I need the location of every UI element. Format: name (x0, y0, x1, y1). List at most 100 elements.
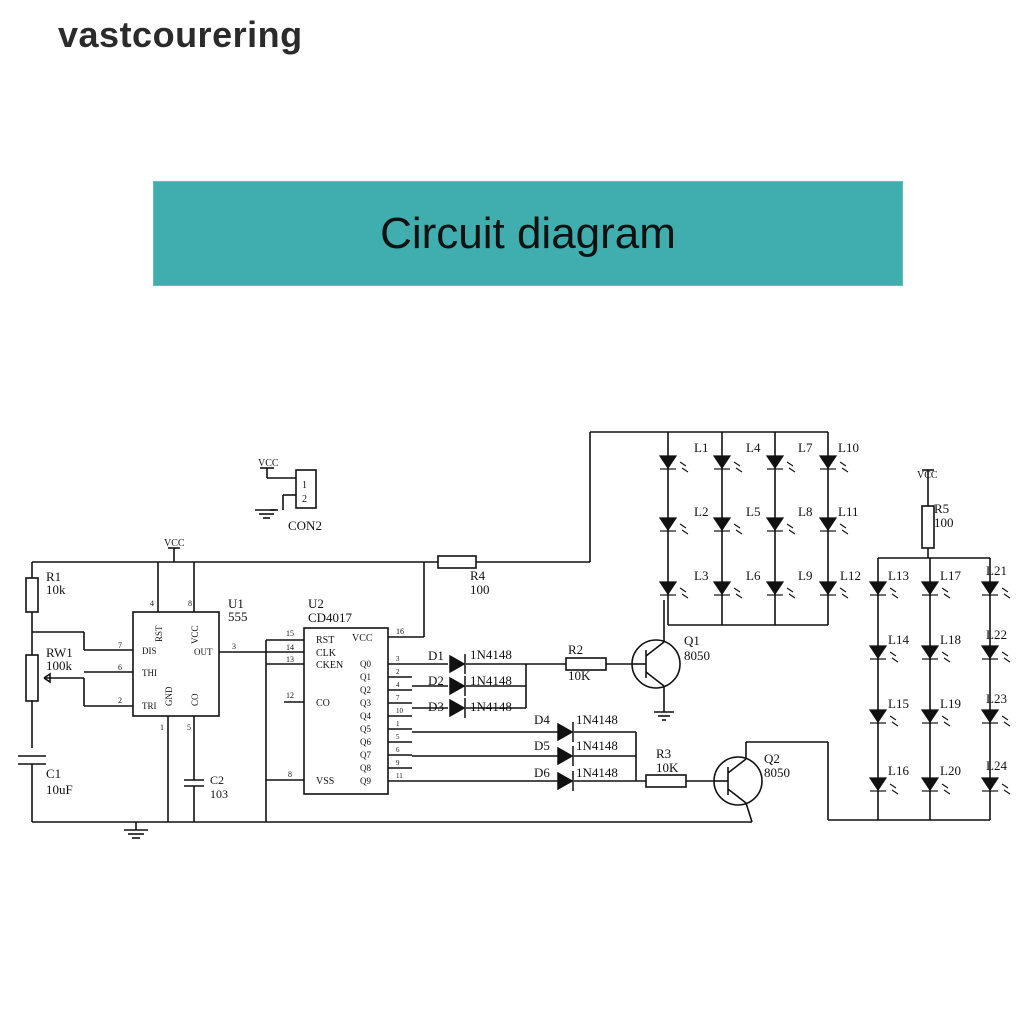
led-l13-label: L13 (888, 568, 909, 583)
d6-name-label: D6 (534, 765, 550, 780)
con2-pin1-label: 1 (302, 480, 307, 491)
u2-q1-label: Q1 (360, 672, 371, 682)
u1-pin7-number: 7 (118, 641, 122, 650)
led-l20-label: L20 (940, 763, 961, 778)
led-l16-label: L16 (888, 763, 909, 778)
con2-name-label: CON2 (288, 518, 322, 533)
d2-part-label: 1N4148 (470, 673, 512, 688)
r3-value-label: 10K (656, 760, 679, 775)
d5-part-label: 1N4148 (576, 738, 618, 753)
c2-value-label: 103 (210, 787, 228, 801)
led-l1-label: L1 (694, 440, 708, 455)
led-l8-label: L8 (798, 504, 812, 519)
watermark-text: vastcourering (58, 14, 303, 55)
led-l19-label: L19 (940, 696, 961, 711)
u1-rst-label: RST (154, 625, 164, 642)
led-l14-label: L14 (888, 632, 909, 647)
u2-cken-label: CKEN (316, 660, 343, 671)
u1-pin5-number: 5 (187, 723, 191, 732)
u1-tri-label: TRI (142, 701, 157, 711)
r4-name-label: R4 (470, 568, 486, 583)
u2-pin12-number: 12 (286, 691, 294, 700)
led-l4-label: L4 (746, 440, 761, 455)
led-l12-label: L12 (840, 568, 861, 583)
r4-value-label: 100 (470, 582, 490, 597)
led-l5-label: L5 (746, 504, 760, 519)
u2-name-label: U2 (308, 596, 324, 611)
u2-q8-label: Q8 (360, 763, 371, 773)
u2-pin5-number: 5 (396, 733, 400, 741)
u1-vcc-label: VCC (190, 625, 200, 644)
d5-name-label: D5 (534, 738, 550, 753)
u2-pin9-number: 9 (396, 759, 400, 767)
q1-value-label: 8050 (684, 648, 710, 663)
u1-pin3-number: 3 (232, 642, 236, 651)
vcc-r5-label: VCC (917, 470, 938, 481)
q2-name-label: Q2 (764, 751, 780, 766)
r2-name-label: R2 (568, 642, 583, 657)
d3-name-label: D3 (428, 699, 444, 714)
u1-pin8-number: 8 (188, 599, 192, 608)
u1-dis-label: DIS (142, 646, 157, 656)
led-l3-label: L3 (694, 568, 708, 583)
r3-name-label: R3 (656, 746, 671, 761)
u2-q5-label: Q5 (360, 724, 371, 734)
led-l24-label: L24 (986, 758, 1007, 773)
u2-pin15-number: 15 (286, 629, 294, 638)
r2-value-label: 10K (568, 668, 591, 683)
u2-q9-label: Q9 (360, 776, 371, 786)
d1-name-label: D1 (428, 648, 444, 663)
u2-co-label: CO (316, 698, 330, 709)
u2-q6-label: Q6 (360, 737, 371, 747)
c2-name-label: C2 (210, 773, 224, 787)
u2-vcc-label: VCC (352, 633, 373, 644)
r5-name-label: R5 (934, 501, 949, 516)
vcc-main-label: VCC (164, 538, 185, 549)
d1-part-label: 1N4148 (470, 647, 512, 662)
u1-pin1-number: 1 (160, 723, 164, 732)
u2-pin6-number: 6 (396, 746, 400, 754)
u2-pin2-number: 2 (396, 668, 400, 676)
c1-name-label: C1 (46, 766, 61, 781)
u2-rst-label: RST (316, 635, 334, 646)
d2-name-label: D2 (428, 673, 444, 688)
u1-name-label: U1 (228, 596, 244, 611)
u2-vss-label: VSS (316, 776, 334, 787)
d4-name-label: D4 (534, 712, 550, 727)
u1-part-label: 555 (228, 609, 248, 624)
led-l18-label: L18 (940, 632, 961, 647)
d3-part-label: 1N4148 (470, 699, 512, 714)
led-l15-label: L15 (888, 696, 909, 711)
led-l22-label: L22 (986, 627, 1007, 642)
c1-value-label: 10uF (46, 782, 73, 797)
u2-pin14-number: 14 (286, 643, 294, 652)
u2-pin8-number: 8 (288, 770, 292, 779)
con2-pin2-label: 2 (302, 494, 307, 505)
u2-pin11-number: 11 (396, 772, 403, 780)
u2-clk-label: CLK (316, 648, 337, 659)
rw1-value-label: 100k (46, 658, 73, 673)
d6-part-label: 1N4148 (576, 765, 618, 780)
u2-q2-label: Q2 (360, 685, 371, 695)
con2-vcc-label: VCC (258, 458, 279, 469)
u2-q0-label: Q0 (360, 659, 371, 669)
led-l23-label: L23 (986, 691, 1007, 706)
led-l11-label: L11 (838, 504, 858, 519)
led-l9-label: L9 (798, 568, 812, 583)
q2-value-label: 8050 (764, 765, 790, 780)
led-l17-label: L17 (940, 568, 961, 583)
led-l7-label: L7 (798, 440, 813, 455)
u2-q3-label: Q3 (360, 698, 371, 708)
u2-pin13-number: 13 (286, 655, 294, 664)
led-l10-label: L10 (838, 440, 859, 455)
q1-name-label: Q1 (684, 633, 700, 648)
led-l6-label: L6 (746, 568, 761, 583)
u1-pin6-number: 6 (118, 663, 122, 672)
r5-value-label: 100 (934, 515, 954, 530)
r1-name-label: R1 (46, 569, 61, 584)
u2-pin7-number: 7 (396, 694, 400, 702)
u2-pin4-number: 4 (396, 681, 400, 689)
title-banner: Circuit diagram (153, 181, 903, 286)
u2-part-label: CD4017 (308, 610, 353, 625)
u2-pin10-number: 10 (396, 707, 404, 715)
